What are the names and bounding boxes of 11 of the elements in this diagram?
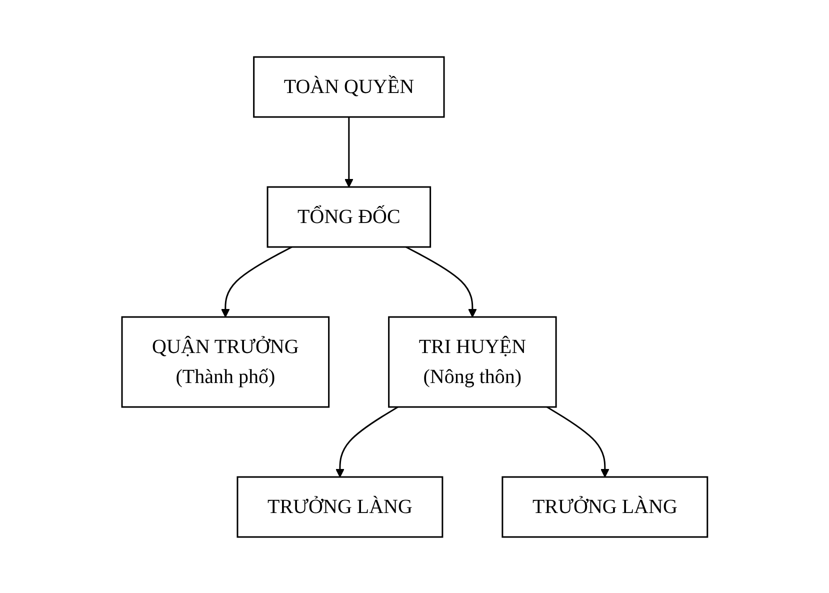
arrow bbox=[344, 116, 354, 187]
node-box: TOÀN QUYỀN bbox=[252, 56, 445, 118]
arrow bbox=[405, 246, 477, 317]
node-box: TỔNG ĐỐC bbox=[266, 186, 431, 248]
node-box: TRI HUYỆN (Nông thôn) bbox=[388, 316, 557, 408]
arrow bbox=[335, 406, 398, 477]
node-box: TRƯỞNG LÀNG bbox=[236, 476, 443, 538]
arrow bbox=[546, 406, 610, 477]
node-box: QUẬN TRƯỞNG (Thành phố) bbox=[121, 316, 330, 408]
node-box: TRƯỞNG LÀNG bbox=[501, 476, 708, 538]
arrow bbox=[220, 246, 292, 317]
